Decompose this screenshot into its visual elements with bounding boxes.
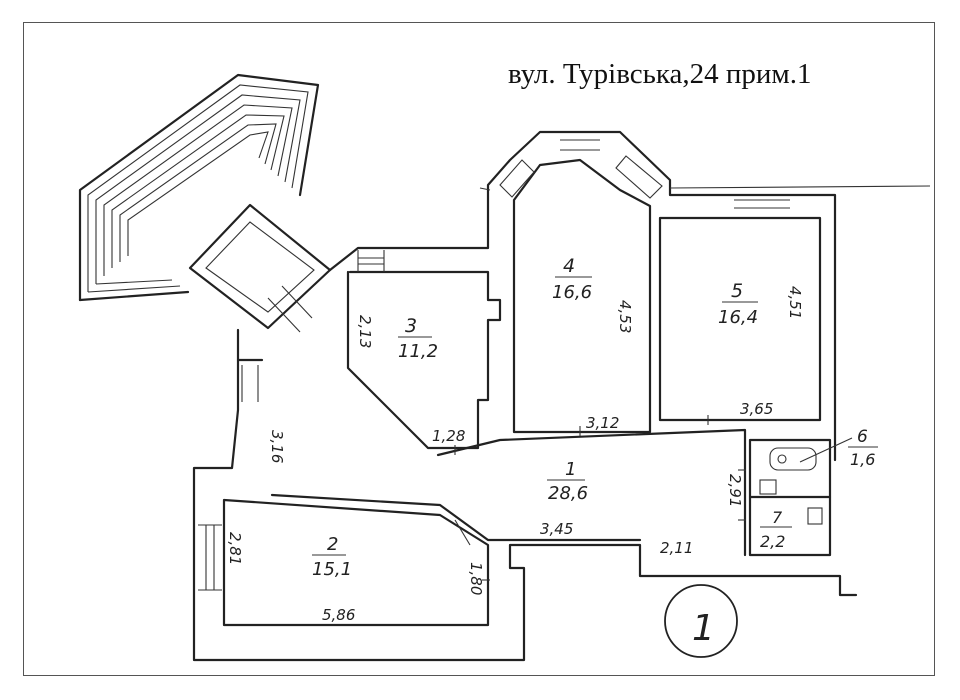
room-2-area: 15,1 [312, 559, 352, 580]
dim-room5-bottom: 3,65 [740, 400, 773, 418]
room-7-number: 7 [772, 508, 783, 527]
dim-room1-left: 3,16 [268, 430, 286, 463]
dimension-ticks [454, 415, 746, 581]
dim-room5-right: 4,51 [786, 286, 804, 319]
dim-room3-bottom: 1,28 [432, 427, 465, 445]
room-6-area: 1,6 [850, 450, 875, 469]
dim-room1-right: 2,91 [726, 474, 744, 507]
outer-walls [192, 130, 931, 662]
address-title: вул. Турівська,24 прим.1 [508, 58, 812, 90]
room-1-number: 1 [565, 459, 576, 480]
dim-room4-bottom: 3,12 [586, 414, 619, 432]
dim-room3-left: 2,13 [356, 315, 374, 348]
bathroom-walls [748, 437, 853, 557]
room-2-walls [198, 498, 490, 627]
dim-bath-bottom: 2,11 [660, 539, 693, 557]
room-4-walls [499, 139, 663, 434]
plan-number-circle [664, 584, 738, 658]
dim-room2-bottom: 5,86 [322, 606, 355, 624]
room-1-area: 28,6 [548, 483, 588, 504]
room-3-area: 11,2 [398, 341, 438, 362]
room-3-walls [346, 250, 502, 450]
room-2-number: 2 [327, 534, 338, 555]
room-5-area: 16,4 [718, 307, 758, 328]
dim-room4-right: 4,53 [616, 300, 634, 333]
room-7-area: 2,2 [760, 532, 785, 551]
dim-room2-right: 1,80 [467, 562, 485, 595]
room-4-number: 4 [563, 255, 575, 277]
fan-stair [78, 73, 320, 302]
rotated-block [188, 203, 332, 333]
room-5-walls [658, 199, 822, 422]
room-labels: 3 11,2 4 16,6 5 16,4 1 28,6 2 15,1 6 1,6… [312, 255, 878, 580]
room-6-number: 6 [857, 427, 868, 447]
room-4-area: 16,6 [552, 282, 592, 303]
dim-room1-bottom: 3,45 [540, 520, 573, 538]
room-5-number: 5 [731, 280, 743, 302]
room-3-number: 3 [405, 315, 417, 337]
dim-room2-left: 2,81 [226, 532, 244, 565]
drawing-frame [23, 22, 935, 676]
plan-number: 1 [692, 608, 715, 649]
dimension-labels: 2,13 1,28 4,53 3,12 4,51 3,65 3,16 3,45 … [226, 286, 804, 624]
room-1-walls [236, 358, 747, 557]
